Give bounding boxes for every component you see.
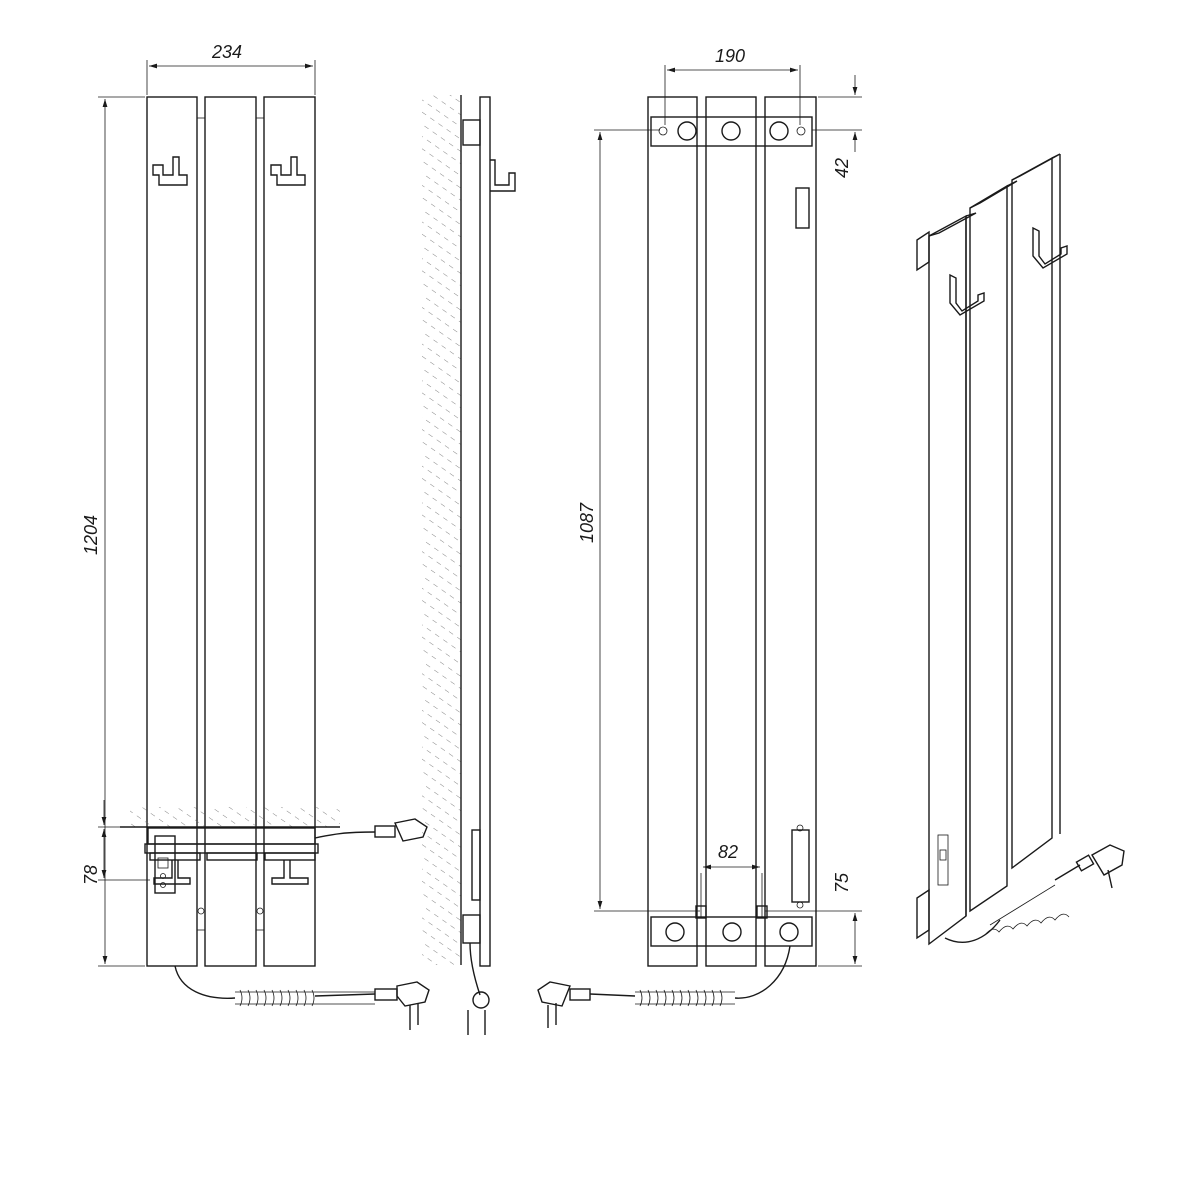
plug-icon <box>1075 844 1125 889</box>
dim-hole-spacing: 82 <box>718 842 738 862</box>
front-view: 234 1204 <box>81 42 430 1030</box>
hook-icon <box>949 273 985 316</box>
dim-top-offset: 42 <box>832 158 852 178</box>
coiled-cord <box>235 989 376 1007</box>
plan-view: 78 <box>81 800 428 885</box>
dim-depth: 78 <box>81 865 101 885</box>
side-view <box>422 95 516 1035</box>
controller-icon <box>154 835 176 894</box>
dim-height-overall: 1204 <box>81 515 101 555</box>
dim-mount-spacing-vertical: 1087 <box>577 502 597 543</box>
coiled-cord <box>589 989 735 1007</box>
plug-icon <box>374 981 430 1030</box>
plug-icon <box>537 981 591 1028</box>
hook-icon <box>1032 226 1068 269</box>
hook-icon <box>152 156 188 186</box>
dim-width-overall: 234 <box>211 42 242 62</box>
hook-icon <box>270 156 306 186</box>
dim-mount-spacing-horizontal: 190 <box>715 46 745 66</box>
back-view: 190 42 1087 75 82 <box>537 46 862 1028</box>
dim-bottom-offset: 75 <box>832 872 852 893</box>
isometric-view <box>916 153 1125 946</box>
power-cord <box>174 965 236 999</box>
